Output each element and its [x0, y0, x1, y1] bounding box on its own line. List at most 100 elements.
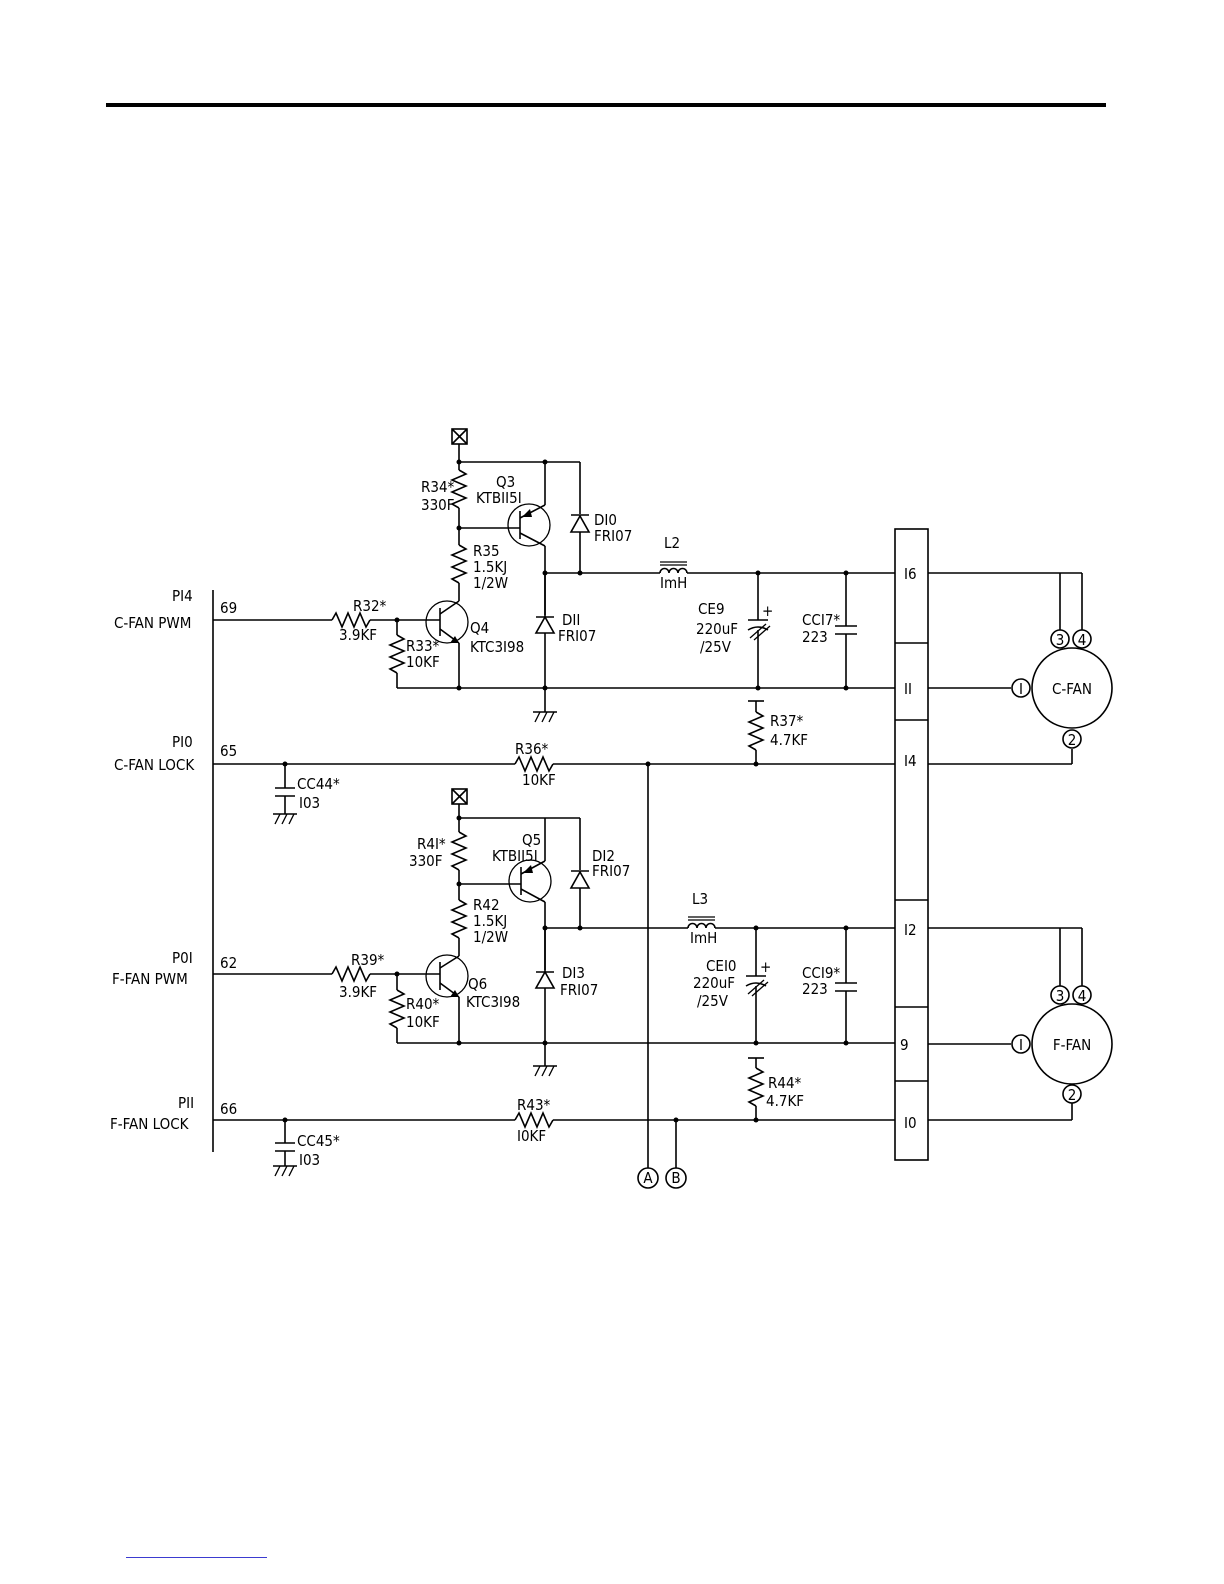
cc44-ref: CC44*	[297, 775, 340, 793]
ce10-ref: CEI0	[706, 957, 737, 975]
cc45-value: I03	[299, 1151, 320, 1169]
svg-text:2: 2	[1068, 731, 1077, 749]
port-label-3: P0I	[172, 949, 193, 967]
r34-ref: R34*	[421, 478, 455, 496]
d11-ref: DII	[562, 611, 580, 629]
svg-text:3: 3	[1056, 987, 1065, 1005]
cc19-ref: CCI9*	[802, 964, 840, 982]
r42-power: 1/2W	[473, 928, 508, 946]
r33-value: 10KF	[406, 653, 440, 671]
resistor-r35	[449, 544, 469, 584]
r41-ref: R4I*	[417, 835, 446, 853]
diode-d11	[534, 573, 556, 688]
connector-pin-4: I2	[904, 921, 917, 939]
cc45-ref: CC45*	[297, 1132, 340, 1150]
net-label-4: F-FAN LOCK	[110, 1115, 190, 1133]
cc44-value: I03	[299, 794, 320, 812]
r35-value: 1.5KJ	[473, 558, 507, 576]
connector-block	[894, 528, 929, 1161]
l2-ref: L2	[664, 534, 680, 552]
d13-part: FRI07	[560, 981, 598, 999]
diode-d12	[569, 818, 591, 928]
ce9-volt: /25V	[700, 638, 732, 656]
svg-text:I: I	[1019, 1036, 1023, 1054]
r42-ref: R42	[473, 896, 500, 914]
q6-ref: Q6	[468, 975, 487, 993]
header-rule	[106, 103, 1106, 107]
q4-ref: Q4	[470, 619, 489, 637]
q4-part: KTC3I98	[470, 638, 524, 656]
resistor-r44	[746, 1057, 766, 1120]
ground-icon	[533, 688, 557, 723]
supply-terminal-2	[451, 788, 468, 805]
net-label-1: C-FAN PWM	[114, 614, 191, 632]
r34-value: 330F	[421, 496, 455, 514]
resistor-r42	[449, 899, 469, 939]
diode-d13	[534, 928, 556, 1043]
connector-pin-2: II	[904, 680, 912, 698]
r36-ref: R36*	[515, 740, 549, 758]
l2-value: ImH	[660, 574, 687, 592]
resistor-r37	[746, 700, 766, 764]
capacitor-cc45	[273, 1120, 297, 1177]
ce10-volt: /25V	[697, 992, 729, 1010]
connector-pin-1: I6	[904, 565, 917, 583]
l3-ref: L3	[692, 890, 708, 908]
transistor-q6	[425, 954, 469, 1043]
svg-text:+: +	[760, 958, 771, 976]
r43-value: I0KF	[517, 1127, 546, 1145]
capacitor-ce9: +	[747, 573, 773, 688]
resistor-r32	[331, 610, 371, 630]
q3-ref: Q3	[496, 473, 515, 491]
ground-icon	[533, 1043, 557, 1077]
svg-text:B: B	[671, 1169, 680, 1187]
r40-value: 10KF	[406, 1013, 440, 1031]
pin-label-3: 62	[220, 954, 237, 972]
net-label-3: F-FAN PWM	[112, 970, 188, 988]
q5-part: KTBII5I	[492, 847, 538, 865]
svg-text:2: 2	[1068, 1086, 1077, 1104]
ce10-value: 220uF	[693, 974, 735, 992]
pin-label-1: 69	[220, 599, 237, 617]
pin-label-2: 65	[220, 742, 237, 760]
d10-part: FRI07	[594, 527, 632, 545]
transistor-q3	[459, 462, 551, 615]
ce9-ref: CE9	[698, 600, 725, 618]
r44-ref: R44*	[768, 1074, 802, 1092]
d10-ref: DI0	[594, 511, 617, 529]
resistor-r36	[514, 754, 554, 774]
resistor-r41	[449, 831, 469, 871]
f-fan-label: F-FAN	[1053, 1036, 1091, 1054]
resistor-r39	[331, 964, 371, 984]
pin-label-4: 66	[220, 1100, 237, 1118]
r39-value: 3.9KF	[339, 983, 377, 1001]
r37-value: 4.7KF	[770, 731, 808, 749]
r35-power: 1/2W	[473, 574, 508, 592]
inductor-l2	[659, 561, 895, 574]
capacitor-cc19	[835, 928, 857, 1043]
c-fan-label: C-FAN	[1052, 680, 1092, 698]
cc17-ref: CCI7*	[802, 611, 840, 629]
q5-ref: Q5	[522, 831, 541, 849]
q6-part: KTC3I98	[466, 993, 520, 1011]
resistor-r33	[387, 634, 407, 674]
supply-terminal-1	[451, 428, 468, 445]
port-label-4: PII	[178, 1094, 194, 1112]
connector-pin-3: I4	[904, 752, 917, 770]
r43-ref: R43*	[517, 1096, 551, 1114]
d12-part: FRI07	[592, 862, 630, 880]
r37-ref: R37*	[770, 712, 804, 730]
r41-value: 330F	[409, 852, 443, 870]
capacitor-cc17	[835, 573, 857, 688]
test-point-a: A	[637, 1167, 659, 1189]
port-label-2: PI0	[172, 733, 193, 751]
svg-text:4: 4	[1078, 987, 1087, 1005]
resistor-r34	[449, 469, 469, 509]
r40-ref: R40*	[406, 995, 440, 1013]
d12-ref: DI2	[592, 847, 615, 865]
port-label-1: PI4	[172, 587, 193, 605]
mcu-port-labels: PI4 C-FAN PWM 69 PI0 C-FAN LOCK 65 P0I F…	[110, 587, 237, 1133]
diode-d10	[569, 462, 591, 573]
svg-text:A: A	[643, 1169, 653, 1187]
